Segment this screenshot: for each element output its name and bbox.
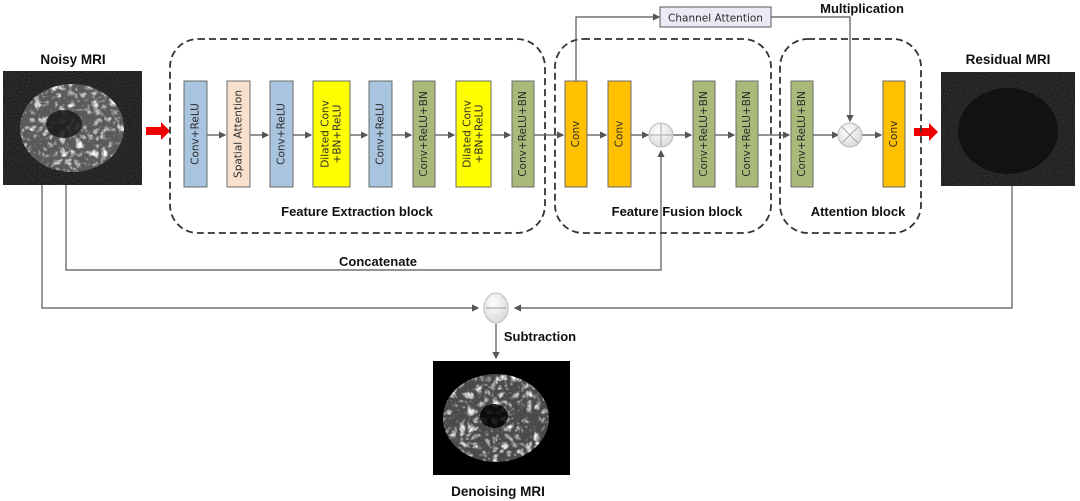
layer-block-at2: Conv: [882, 80, 906, 188]
layer-block-fe5: Conv+ReLU: [368, 80, 393, 188]
layer-block-label: Dilated Conv: [320, 100, 332, 168]
layer-block-label: +BN+ReLU: [474, 105, 486, 164]
layer-block-label: Spatial Attention: [233, 90, 245, 178]
layer-block-fe7: Dilated Conv+BN+ReLU: [455, 80, 492, 188]
group-box-feature-extraction: [169, 38, 546, 234]
layer-block-label: Dilated Conv: [462, 100, 474, 168]
layer-block-label: Conv: [614, 121, 626, 148]
layer-block-fe1: Conv+ReLU: [183, 80, 208, 188]
layer-block-label: Conv+ReLU+BN: [418, 91, 430, 177]
layer-block-label: Conv+ReLU+BN: [796, 91, 808, 177]
residual-mri-label: Residual MRI: [966, 52, 1051, 67]
group-title-feature-extraction: Feature Extraction block: [281, 204, 433, 219]
noisy-mri-label: Noisy MRI: [40, 52, 105, 67]
layer-block-fe8: Conv+ReLU+BN: [511, 80, 535, 188]
multiplication-operator-icon: [837, 122, 863, 148]
layer-block-at1: Conv+ReLU+BN: [790, 80, 814, 188]
layer-block-label: Conv+ReLU: [276, 103, 288, 165]
group-box-feature-fusion: [554, 38, 772, 234]
group-box-attention: [779, 38, 922, 234]
layer-block-ff2: Conv: [607, 80, 632, 188]
residual-mri-image: [941, 72, 1075, 186]
subtraction-operator-icon: [483, 292, 509, 324]
noisy-mri-image: [3, 71, 142, 185]
layer-block-ff3: Conv+ReLU+BN: [692, 80, 716, 188]
layer-block-label: Conv+ReLU+BN: [698, 91, 710, 177]
group-title-feature-fusion: Feature Fusion block: [612, 204, 744, 219]
layer-block-label: Conv+ReLU+BN: [741, 91, 753, 177]
layer-block-label: Conv+ReLU+BN: [517, 91, 529, 177]
concatenate-label: Concatenate: [339, 254, 417, 269]
layer-block-label: +BN+ReLU: [332, 105, 344, 164]
denoising-mri-label: Denoising MRI: [451, 484, 545, 499]
channel-attention-label: Channel Attention: [668, 13, 763, 25]
layer-block-label: Conv: [888, 121, 900, 148]
subtraction-label: Subtraction: [504, 329, 576, 344]
multiplication-label: Multiplication: [820, 1, 904, 16]
layer-block-fe6: Conv+ReLU+BN: [412, 80, 436, 188]
group-title-attention: Attention block: [811, 204, 906, 219]
addition-operator-icon: [648, 122, 674, 148]
layer-block-fe3: Conv+ReLU: [269, 80, 294, 188]
layer-block-ff4: Conv+ReLU+BN: [735, 80, 759, 188]
layer-block-label: Conv+ReLU: [190, 103, 202, 165]
input-arrow-icon: [146, 122, 170, 140]
channel-attention-box: Channel Attention: [659, 6, 772, 28]
layer-block-label: Conv: [570, 121, 582, 148]
layer-block-ff1: Conv: [564, 80, 588, 188]
layer-block-label: Conv+ReLU: [375, 103, 387, 165]
denoising-mri-image: [433, 361, 570, 475]
layer-block-fe2: Spatial Attention: [226, 80, 251, 188]
layer-block-fe4: Dilated Conv+BN+ReLU: [312, 80, 351, 188]
output-arrow-icon: [914, 123, 938, 141]
